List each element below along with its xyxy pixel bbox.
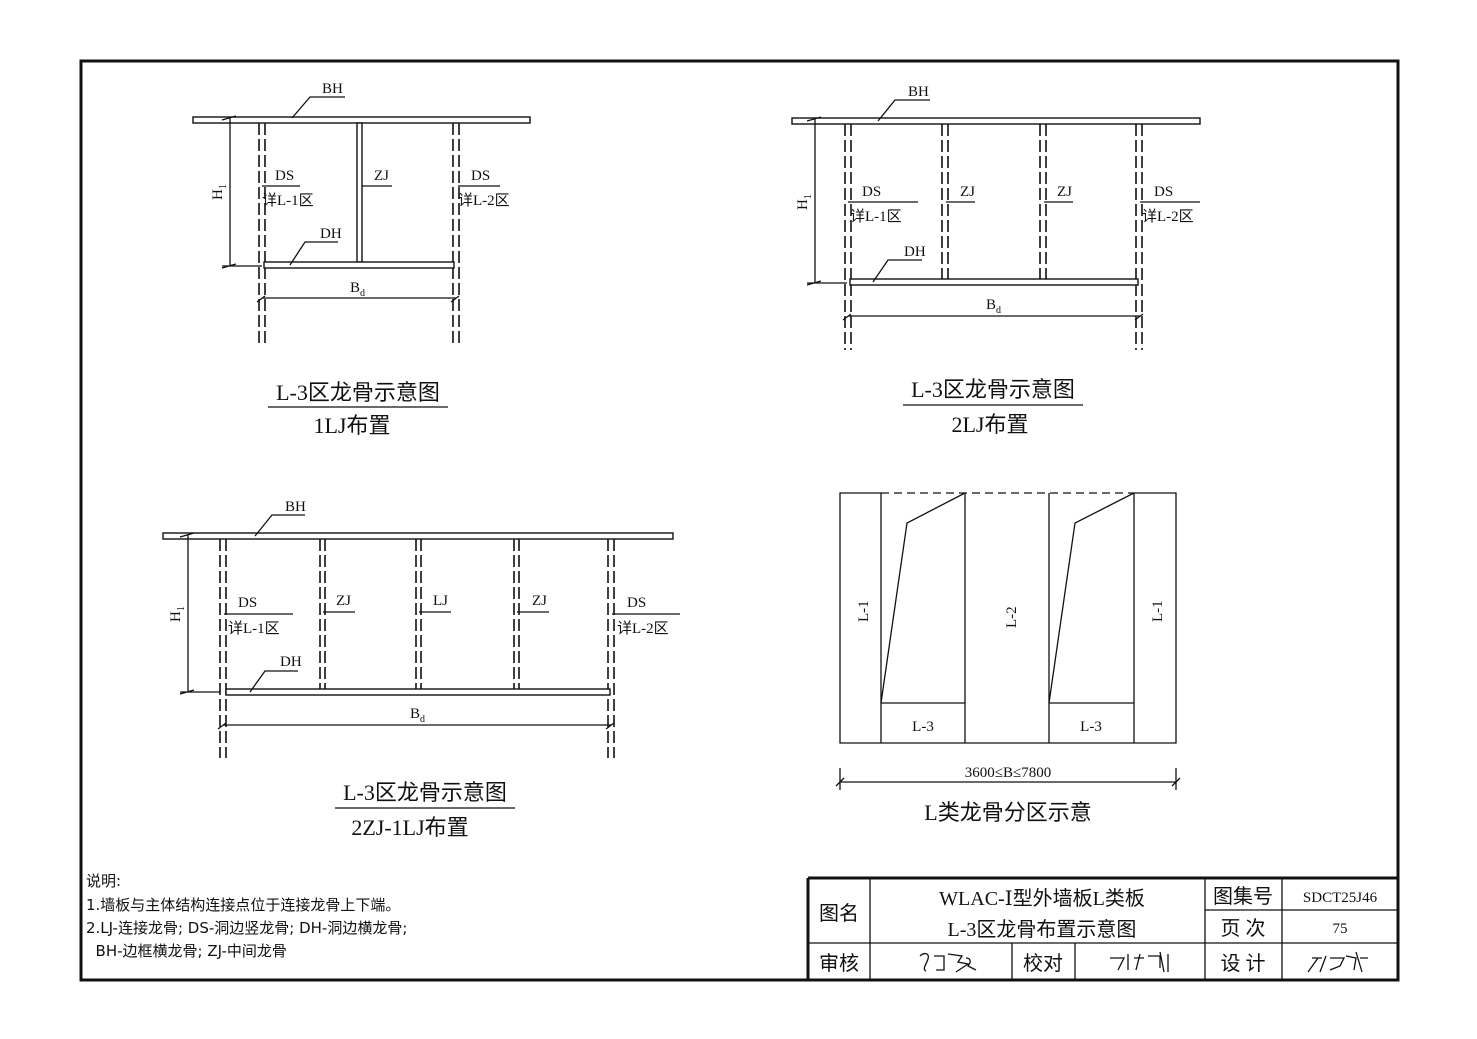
ds-label: DS bbox=[862, 184, 881, 200]
bd-label: Bd bbox=[986, 297, 1001, 316]
bh-label: BH bbox=[285, 499, 306, 515]
diagram-l-zones: L-1 L-2 L-1 L-3 L-3 3600≤B≤7800 L类龙骨分区示意 bbox=[835, 492, 1181, 825]
ds-label: DS bbox=[275, 168, 294, 184]
reviewer-signature bbox=[919, 952, 977, 973]
notes-heading: 说明: bbox=[86, 872, 121, 890]
review-label: 审核 bbox=[819, 952, 859, 975]
detail-label: 详L-1区 bbox=[262, 192, 314, 209]
detail-label: 详L-1区 bbox=[228, 620, 280, 637]
page-label: 页 次 bbox=[1221, 917, 1266, 940]
drawing-name-line2: L-3区龙骨布置示意图 bbox=[948, 918, 1137, 941]
zj-label: ZJ bbox=[1057, 184, 1072, 200]
note-line: 2.LJ-连接龙骨; DS-洞边竖龙骨; DH-洞边横龙骨; bbox=[86, 919, 407, 937]
bd-label: Bd bbox=[410, 706, 425, 725]
detail-label: 详L-1区 bbox=[850, 208, 902, 225]
page-number: 75 bbox=[1333, 921, 1348, 937]
designer-signature bbox=[1307, 951, 1368, 973]
design-label: 设 计 bbox=[1221, 952, 1266, 975]
sheet-border bbox=[79, 59, 1400, 982]
zone-label: L-2 bbox=[1004, 606, 1020, 628]
zone-label: L-3 bbox=[1080, 719, 1102, 735]
diagram-subtitle: 2LJ布置 bbox=[951, 412, 1028, 437]
ds-label: DS bbox=[238, 595, 257, 611]
bh-label: BH bbox=[322, 81, 343, 97]
diagram-title: L-3区龙骨示意图 bbox=[343, 780, 507, 805]
ds-label: DS bbox=[471, 168, 490, 184]
drawing-name-label: 图名 bbox=[819, 902, 859, 925]
atlas-number-label: 图集号 bbox=[1213, 885, 1273, 908]
checker-signature bbox=[1110, 951, 1169, 973]
dh-label: DH bbox=[320, 226, 342, 242]
dh-label: DH bbox=[904, 244, 926, 260]
diagram-subtitle: 2ZJ-1LJ布置 bbox=[351, 815, 468, 840]
bh-label: BH bbox=[908, 84, 929, 100]
zj-label: ZJ bbox=[960, 184, 975, 200]
diagram-title: L类龙骨分区示意 bbox=[924, 800, 1091, 825]
bd-label: Bd bbox=[350, 280, 365, 299]
diagram-1lj: BH DS 详L-1区 ZJ DS 详L-2区 DH H1 Bd L-3区龙骨示… bbox=[192, 81, 531, 438]
ds-label: DS bbox=[627, 595, 646, 611]
note-line: 1.墙板与主体结构连接点位于连接龙骨上下端。 bbox=[86, 896, 400, 914]
note-line: BH-边框横龙骨; ZJ-中间龙骨 bbox=[86, 942, 287, 960]
zj-label: ZJ bbox=[532, 593, 547, 609]
h1-label: H1 bbox=[210, 184, 229, 200]
diagram-2lj: BH DS 详L-1区 ZJ ZJ DS 详L-2区 DH H1 Bd L-3区… bbox=[791, 84, 1201, 437]
title-block: 图名 WLAC-Ⅰ型外墙板L类板 L-3区龙骨布置示意图 图集号 SDCT25J… bbox=[806, 876, 1398, 980]
h1-label: H1 bbox=[168, 606, 187, 622]
diagram-title: L-3区龙骨示意图 bbox=[911, 377, 1075, 402]
zone-label: L-1 bbox=[856, 600, 872, 622]
diagram-2zj-1lj: BH DS 详L-1区 ZJ LJ ZJ DS 详L-2区 DH H1 Bd L… bbox=[162, 499, 680, 840]
atlas-number-value: SDCT25J46 bbox=[1303, 890, 1378, 906]
detail-label: 详L-2区 bbox=[617, 620, 669, 637]
lj-label: LJ bbox=[433, 593, 448, 609]
check-label: 校对 bbox=[1023, 952, 1063, 975]
zone-label: L-1 bbox=[1150, 600, 1166, 622]
zj-label: ZJ bbox=[336, 593, 351, 609]
diagram-title: L-3区龙骨示意图 bbox=[276, 380, 440, 405]
dh-label: DH bbox=[280, 654, 302, 670]
drawing-name-line1: WLAC-Ⅰ型外墙板L类板 bbox=[939, 887, 1145, 910]
detail-label: 详L-2区 bbox=[1142, 208, 1194, 225]
zj-label: ZJ bbox=[374, 168, 389, 184]
width-dimension: 3600≤B≤7800 bbox=[965, 765, 1051, 781]
ds-label: DS bbox=[1154, 184, 1173, 200]
notes: 说明: 1.墙板与主体结构连接点位于连接龙骨上下端。 2.LJ-连接龙骨; DS… bbox=[86, 872, 407, 960]
h1-label: H1 bbox=[795, 194, 814, 210]
detail-label: 详L-2区 bbox=[458, 192, 510, 209]
diagram-subtitle: 1LJ布置 bbox=[313, 413, 390, 438]
zone-label: L-3 bbox=[912, 719, 934, 735]
